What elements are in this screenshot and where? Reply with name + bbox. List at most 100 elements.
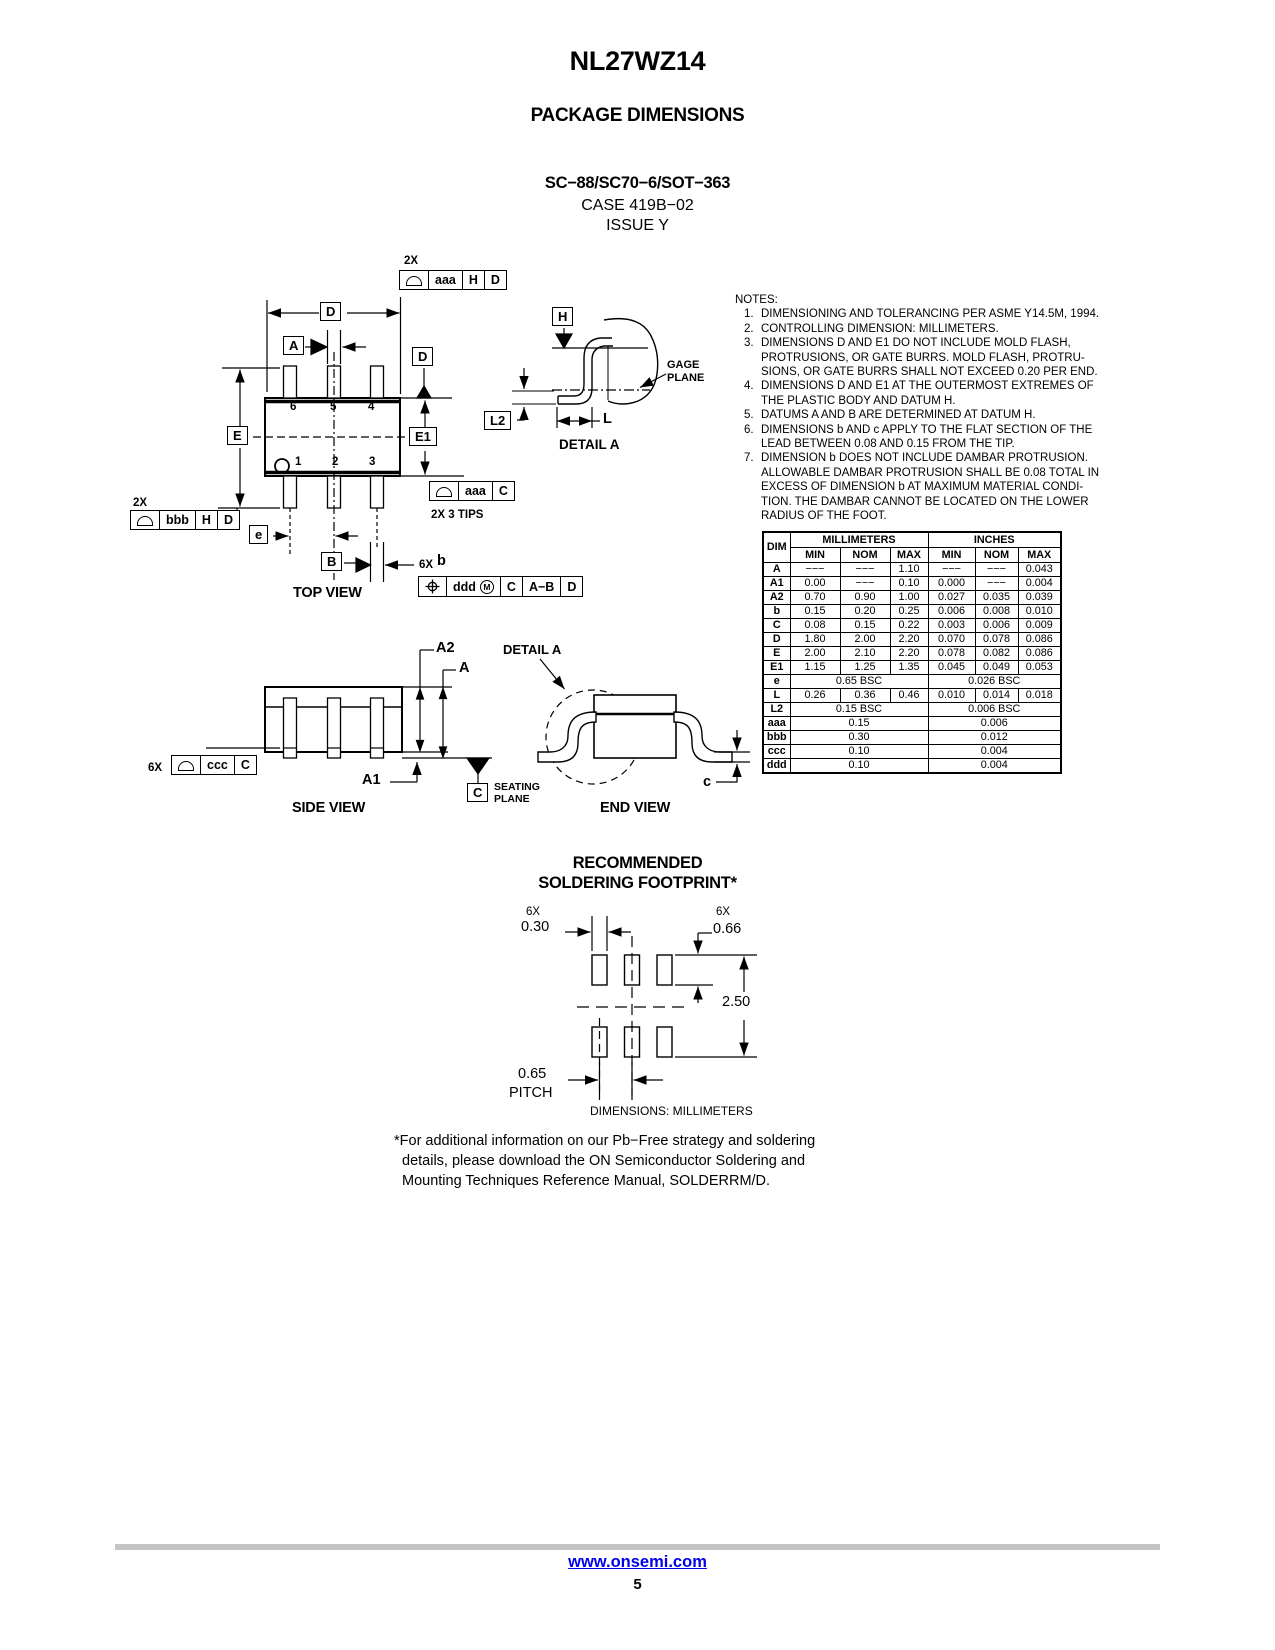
dim-symbol: ddd [762, 758, 791, 774]
tolerance-value: ccc [200, 756, 234, 774]
dim-value: 0.078 [927, 646, 976, 661]
dim-value-span: 0.10 [789, 744, 929, 759]
col-header-max: MAX [889, 547, 929, 563]
section-title: PACKAGE DIMENSIONS [530, 105, 745, 126]
dim-value: −−− [974, 562, 1019, 577]
end-view-title: END VIEW [600, 800, 671, 816]
note-number: 3. [744, 337, 754, 350]
dim-value: −−− [974, 576, 1019, 591]
profile-surface-icon [172, 756, 200, 774]
side-view-title: SIDE VIEW [292, 800, 366, 816]
pin-number: 5 [330, 401, 337, 413]
gage-plane-label: GAGE PLANE [667, 359, 704, 384]
dim-value: 0.053 [1017, 660, 1062, 675]
dim-value: 0.082 [974, 646, 1019, 661]
dim-value: 1.25 [839, 660, 891, 675]
dim-symbol: bbb [762, 730, 791, 745]
note-text: DIMENSIONS D AND E1 AT THE OUTERMOST EXT… [761, 380, 1094, 407]
tolerance-value: ddd [453, 579, 476, 594]
datum-ref: H [194, 511, 217, 529]
datum-a-triangle-icon [310, 338, 329, 356]
dim-value: 1.15 [789, 660, 841, 675]
mmc-modifier-icon: M [479, 579, 494, 594]
dim-E1-label: E1 [409, 427, 437, 446]
seating-plane-line2: PLANE [494, 792, 530, 805]
dim-c-label: c [703, 774, 712, 790]
note-number: 2. [744, 322, 754, 335]
dimension-table: DIM MILLIMETERS INCHES MIN NOM MAX MIN N… [762, 531, 1062, 774]
dim-symbol: L [762, 688, 791, 703]
dim-symbol: C [762, 618, 791, 633]
seating-plane-line1: SEATING [494, 781, 540, 793]
qty-2x-top-label: 2X [404, 255, 419, 267]
footnote-line: Mounting Techniques Reference Manual, SO… [402, 1173, 771, 1189]
dim-symbol: aaa [762, 716, 791, 731]
note-number: 6. [744, 423, 754, 436]
dim-value: 0.46 [889, 688, 929, 703]
note-text: CONTROLLING DIMENSION: MILLIMETERS. [761, 322, 999, 335]
issue-revision: ISSUE Y [606, 217, 669, 234]
profile-surface-icon [400, 271, 428, 289]
top-view-title: TOP VIEW [293, 585, 362, 601]
dim-value: 0.006 [974, 618, 1019, 633]
dim-value: −−− [927, 562, 976, 577]
dim-value: 0.15 [839, 618, 891, 633]
dim-value: 0.004 [1017, 576, 1062, 591]
note-item: 5.DATUMS A AND B ARE DETERMINED AT DATUM… [735, 408, 1135, 422]
dim-b-label: b [437, 553, 446, 569]
dim-A2-label: A2 [436, 640, 455, 656]
qty-6x-pad-height: 6X [716, 906, 731, 918]
dim-value: 0.00 [789, 576, 841, 591]
datum-ref: C [491, 482, 514, 500]
seating-plane-label: SEATING PLANE [494, 781, 540, 805]
dim-value: 0.36 [839, 688, 891, 703]
dim-value: 0.008 [974, 604, 1019, 619]
datum-D-label: D [412, 347, 434, 366]
note-number: 4. [744, 380, 754, 393]
datum-A-label: A [283, 336, 305, 355]
tolerance-value-with-modifier: ddd M [446, 577, 500, 596]
footnote-line: details, please download the ON Semicond… [402, 1153, 806, 1169]
datum-b-triangle-icon [355, 557, 372, 573]
part-number-title: NL27WZ14 [569, 46, 706, 76]
dim-value: 0.003 [927, 618, 976, 633]
dim-value: 0.045 [927, 660, 976, 675]
dim-value-span: 0.026 BSC [927, 674, 1062, 689]
dim-symbol: A2 [762, 590, 791, 605]
datum-B-label: B [321, 552, 343, 571]
col-header-millimeters: MILLIMETERS [789, 531, 929, 548]
note-item: 6.DIMENSIONS b AND c APPLY TO THE FLAT S… [735, 423, 1135, 452]
dim-value-span: 0.004 [927, 758, 1062, 774]
pin-number: 3 [369, 456, 376, 468]
pitch-value: 0.65 [518, 1066, 547, 1082]
dim-value-span: 0.004 [927, 744, 1062, 759]
soldering-footprint-geometry [565, 916, 757, 1100]
note-text: DIMENSIONS D AND E1 DO NOT INCLUDE MOLD … [761, 337, 1098, 379]
dim-value: 0.006 [927, 604, 976, 619]
note-text: DIMENSIONING AND TOLERANCING PER ASME Y1… [761, 308, 1100, 321]
dim-value: 0.10 [889, 576, 929, 591]
datum-h-triangle-icon [554, 333, 574, 350]
col-header-nom: NOM [839, 547, 891, 563]
dim-D-label: D [320, 302, 342, 321]
dim-L2-label: L2 [484, 411, 512, 430]
onsemi-link[interactable]: www.onsemi.com [568, 1553, 707, 1571]
dim-value: 2.20 [889, 632, 929, 647]
position-symbol-icon [419, 577, 446, 596]
dim-e-label: e [249, 525, 269, 544]
dim-row: A−−−−−−1.10−−−−−−0.043 [762, 562, 1062, 577]
dim-value-span: 0.30 [789, 730, 929, 745]
dim-value: 0.086 [1017, 646, 1062, 661]
note-item: 1.DIMENSIONING AND TOLERANCING PER ASME … [735, 307, 1135, 321]
dim-value: −−− [839, 562, 891, 577]
dim-value: 0.08 [789, 618, 841, 633]
qty-6x-pad-width: 6X [526, 906, 541, 918]
col-header-nom: NOM [974, 547, 1019, 563]
page-number: 5 [633, 1576, 642, 1593]
